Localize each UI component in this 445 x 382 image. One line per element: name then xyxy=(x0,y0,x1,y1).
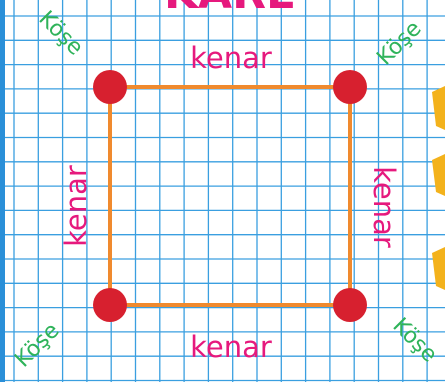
edge-label-top: kenar xyxy=(190,41,272,75)
diagram-title: KARE xyxy=(164,0,296,19)
left-border-strip xyxy=(0,0,5,382)
vertex-top-left xyxy=(93,70,127,104)
vertex-top-right xyxy=(333,70,367,104)
edge-label-left: kenar xyxy=(59,165,93,247)
vertex-bottom-right xyxy=(333,288,367,322)
edge-label-bottom: kenar xyxy=(190,330,272,364)
edge-label-right: kenar xyxy=(367,166,401,248)
vertex-bottom-left xyxy=(93,288,127,322)
